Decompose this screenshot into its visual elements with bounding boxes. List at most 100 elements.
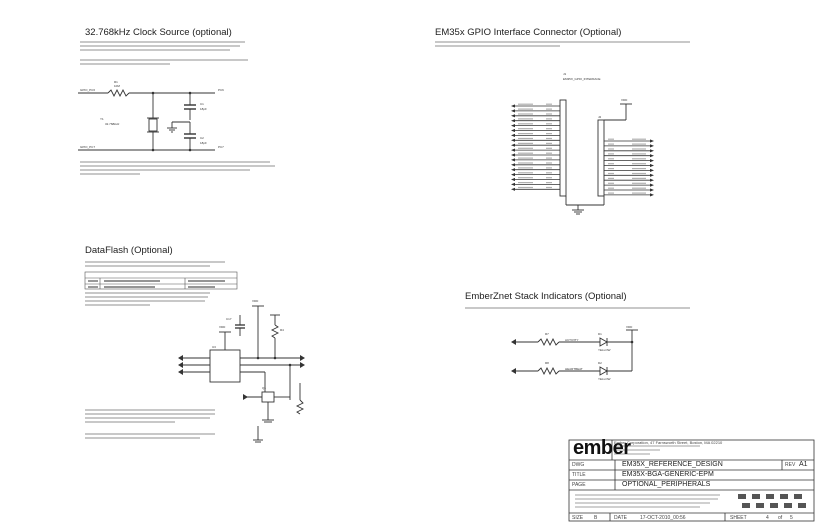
gpio-right-port: [650, 154, 654, 158]
resistor-r8: [537, 366, 560, 376]
title-block-date-value: 17-OCT-2010_00:56: [640, 515, 686, 521]
stack-d2-label: D2: [598, 361, 602, 365]
title-block-mark: [756, 503, 764, 508]
resistor-r7: [537, 337, 560, 347]
led-d1: [599, 337, 608, 347]
gpio-left-port: [511, 104, 515, 108]
gpio-left-port: [511, 153, 515, 157]
ember-logo: ember: [573, 437, 631, 459]
gpio-left-port: [511, 187, 515, 191]
dataflash-c-label: C17: [226, 317, 232, 321]
title-block-size-value: B: [594, 515, 598, 521]
title-block-of-value: 5: [790, 515, 793, 521]
clock-section-title: 32.768kHz Clock Source (optional): [85, 27, 232, 38]
gpio-right-port: [650, 144, 654, 148]
title-block-mark: [738, 494, 746, 499]
gpio-right-wires: [604, 139, 654, 197]
clock-circuit: [78, 88, 215, 151]
dataflash-port-arrows: [178, 355, 305, 400]
title-block-of-label: of: [778, 515, 783, 521]
title-block-company: Ember Corporation, 47 Farnsworth Street,…: [614, 440, 723, 445]
stack-col2-label: YELLOW: [598, 377, 611, 381]
gpio-left-port: [511, 168, 515, 172]
stack-vdd-label: VDD: [626, 325, 633, 329]
gpio-left-port: [511, 173, 515, 177]
title-block-page-value: OPTIONAL_PERIPHERALS: [622, 481, 711, 488]
gpio-right-port: [650, 168, 654, 172]
gpio-left-port: [511, 163, 515, 167]
gpio-left-port: [511, 158, 515, 162]
gpio-left-port: [511, 114, 515, 118]
clock-pin-left-top: GPIO_PC6: [80, 88, 96, 92]
gpio-left-port: [511, 124, 515, 128]
clock-c1-value: 18pF: [200, 107, 207, 111]
gpio-description: [435, 41, 690, 47]
dataflash-part-table: [84, 271, 238, 290]
clock-pin-right-top: PC6: [218, 88, 224, 92]
clock-description: [80, 41, 275, 175]
gpio-left-port: [511, 128, 515, 133]
title-block-title-value: EM35X-BGA-GENERIC-EPM: [622, 471, 714, 478]
title-block-notes: [575, 445, 720, 508]
title-block-mark: [780, 494, 788, 499]
clock-r-label: R1: [114, 80, 118, 84]
gpio-left-wires: [511, 104, 560, 191]
gpio-right-port: [650, 149, 654, 153]
clock-pin-right-bottom: PC7: [218, 145, 224, 149]
dataflash-u-label: U3: [212, 345, 216, 349]
stack-net2-label: HEARTBEAT: [565, 367, 583, 371]
stack-circuit: [515, 329, 638, 376]
gpio-right-port: [650, 163, 654, 168]
title-block-mark: [752, 494, 760, 499]
gpio-connector-j1: [559, 99, 632, 215]
dataflash-chip-u3: [209, 349, 241, 383]
dataflash-r-label: R4: [280, 328, 284, 332]
led-d2: [599, 366, 608, 376]
title-block-marks: [738, 494, 806, 508]
gpio-left-port: [511, 148, 515, 152]
title-block-dwg-value: EM35X_REFERENCE_DESIGN: [622, 461, 723, 468]
title-block-rev-label: REV: [785, 462, 796, 468]
clock-c1-label: C1: [200, 102, 204, 106]
clock-r-value: 10M: [114, 84, 120, 88]
gpio-right-port: [650, 183, 654, 187]
gpio-right-port: [650, 188, 654, 192]
gpio-right-port: [650, 173, 654, 177]
title-block-mark: [794, 494, 802, 499]
dataflash-description: [85, 261, 225, 439]
stack-r2-label: R8: [545, 361, 549, 365]
gpio-conn2-label: J2: [598, 115, 602, 119]
stack-section-title: EmberZnet Stack Indicators (Optional): [465, 291, 627, 302]
gpio-left-port: [511, 109, 515, 113]
gpio-left-port: [511, 143, 515, 147]
stack-net1-label: ACTIVITY: [565, 338, 579, 342]
title-block-mark: [798, 503, 806, 508]
dataflash-circuit: [182, 305, 305, 443]
clock-y-label: Y1: [100, 117, 104, 121]
dataflash-q-label: Q1: [262, 386, 267, 390]
dataflash-vdd-label: VDD: [252, 299, 259, 303]
title-block-size-label: SIZE: [572, 515, 584, 521]
title-block-date-label: DATE: [614, 515, 627, 521]
gpio-right-port: [650, 178, 654, 182]
clock-y-desc: 32.768kHz: [105, 122, 120, 126]
gpio-left-port: [511, 138, 515, 142]
title-block-dwg-label: DWG: [572, 462, 585, 468]
stack-col1-label: YELLOW: [598, 348, 611, 352]
gpio-left-port: [511, 119, 515, 123]
dataflash-section-title: DataFlash (Optional): [85, 245, 173, 256]
stack-d1-label: D1: [598, 332, 602, 336]
resistor-r1: [107, 88, 130, 98]
title-block-rev-value: A1: [799, 461, 808, 468]
title-block-title-label: TITLE: [572, 472, 586, 478]
gpio-conn-name: EM35X_GPIO_INTERFACE: [563, 77, 601, 81]
gpio-right-labels: [608, 138, 646, 194]
transistor-q1: [261, 391, 275, 403]
gpio-right-port: [650, 139, 654, 143]
title-block-mark: [766, 494, 774, 499]
title-block-page-label: PAGE: [572, 482, 586, 488]
title-block-sheet-value: 4: [766, 515, 769, 521]
crystal-y1: [148, 118, 158, 132]
clock-c2-value: 18pF: [200, 141, 207, 145]
